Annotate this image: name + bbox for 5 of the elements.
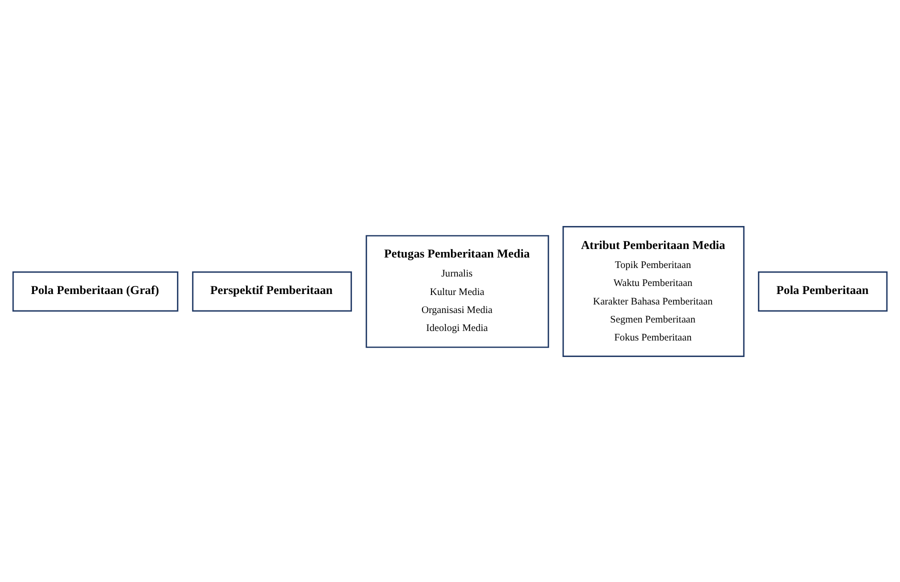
node-box: Perspektif Pemberitaan bbox=[192, 270, 352, 312]
node-box: Pola Pemberitaan bbox=[758, 270, 888, 312]
node-box: Atribut Pemberitaan Media Topik Pemberitaan Waktu Pemberitaan Karakter Bahasa Pemberitaan Segmen Pemberitaan Fokus Pemberitaan bbox=[562, 226, 745, 356]
node-box: Petugas Pemberitaan Media Jurnalis Kultur Media Organisasi Media Ideologi Media bbox=[366, 234, 550, 348]
node-box: Pola Pemberitaan (Graf) bbox=[12, 270, 178, 312]
